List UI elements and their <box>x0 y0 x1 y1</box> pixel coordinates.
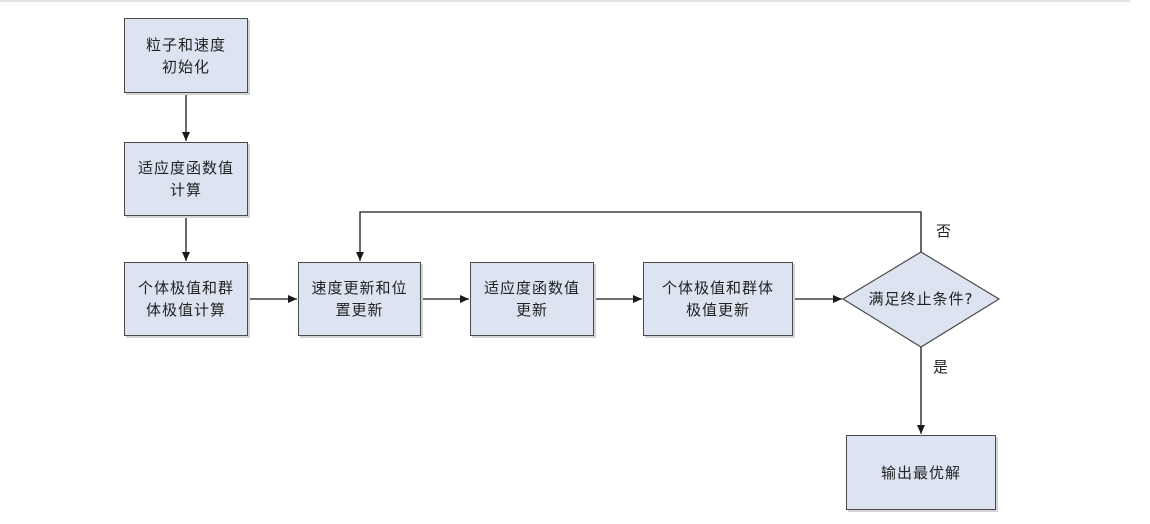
step-init-line1: 粒子和速度 <box>145 35 226 54</box>
top-divider <box>0 0 1130 2</box>
step-extremum-calc: 个体极值和群 体极值计算 <box>124 262 248 336</box>
step-fitness-update-line2: 更新 <box>515 301 548 319</box>
decision-label: 满足终止条件? <box>868 290 974 308</box>
step-velocity-update-line1: 速度更新和位 <box>311 279 408 297</box>
step-extremum-calc-line1: 个体极值和群 <box>137 279 234 297</box>
step-fitness-calc-line2: 计算 <box>169 181 202 199</box>
branch-yes-label: 是 <box>933 358 949 376</box>
step-extremum-calc-line2: 体极值计算 <box>145 301 226 319</box>
step-output-label: 输出最优解 <box>880 463 961 482</box>
step-fitness-calc-line1: 适应度函数值 <box>137 159 234 177</box>
step-extremum-update-line1: 个体极值和群体 <box>661 279 774 297</box>
step-init: 粒子和速度 初始化 <box>124 18 248 93</box>
step-fitness-calc: 适应度函数值 计算 <box>124 142 248 216</box>
step-extremum-update-line2: 极值更新 <box>685 301 750 319</box>
arrow-no-loop <box>356 211 922 261</box>
branch-no-label: 否 <box>936 222 952 240</box>
step-init-line2: 初始化 <box>161 57 210 76</box>
step-fitness-update: 适应度函数值 更新 <box>470 262 594 336</box>
step-extremum-update: 个体极值和群体 极值更新 <box>643 262 793 336</box>
step-output: 输出最优解 <box>846 435 996 510</box>
step-fitness-update-line1: 适应度函数值 <box>483 279 580 297</box>
step-velocity-update-line2: 置更新 <box>335 301 384 319</box>
step-velocity-update: 速度更新和位 置更新 <box>298 262 421 336</box>
